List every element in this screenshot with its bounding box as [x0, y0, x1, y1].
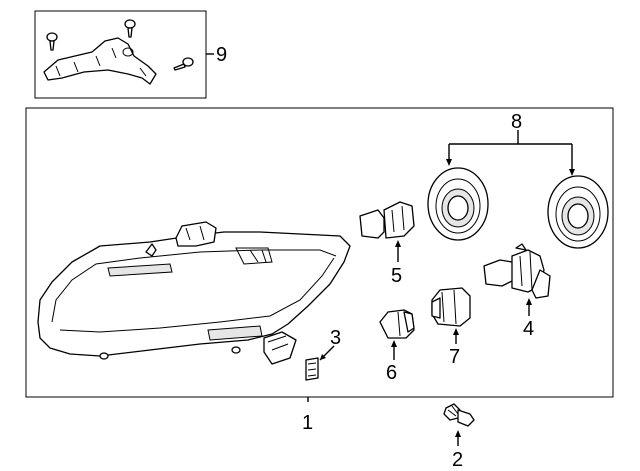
side-bulb-icon	[359, 201, 415, 239]
bolt-icon	[443, 403, 475, 427]
mounting-bracket-icon	[43, 37, 157, 85]
bracket-kit-group: 9	[34, 10, 227, 99]
callout-headlamp: 1	[302, 412, 313, 434]
socket-icon	[305, 357, 319, 381]
callout-bulb-caps: 8	[511, 111, 522, 133]
screw-icon	[46, 32, 58, 51]
high-beam-bulb-icon	[483, 243, 551, 299]
screw-icon	[124, 19, 136, 38]
callout-side-bulb: 5	[391, 265, 402, 287]
bulb-cap-icon	[427, 167, 489, 241]
screw-icon	[173, 57, 194, 71]
callout-wedge-bulb: 6	[386, 362, 397, 384]
small-bulb-icon	[431, 287, 471, 327]
callout-bracket-kit: 9	[216, 44, 227, 66]
callout-socket: 3	[330, 327, 341, 349]
wedge-bulb-icon	[379, 309, 415, 339]
bulb-cap-icon	[547, 175, 609, 249]
callout-bolt: 2	[452, 449, 463, 471]
assembly-box	[25, 107, 614, 398]
headlamp-assembly-icon	[37, 221, 351, 365]
callout-small-bulb: 7	[449, 346, 460, 368]
callout-high-beam-bulb: 4	[523, 318, 534, 340]
